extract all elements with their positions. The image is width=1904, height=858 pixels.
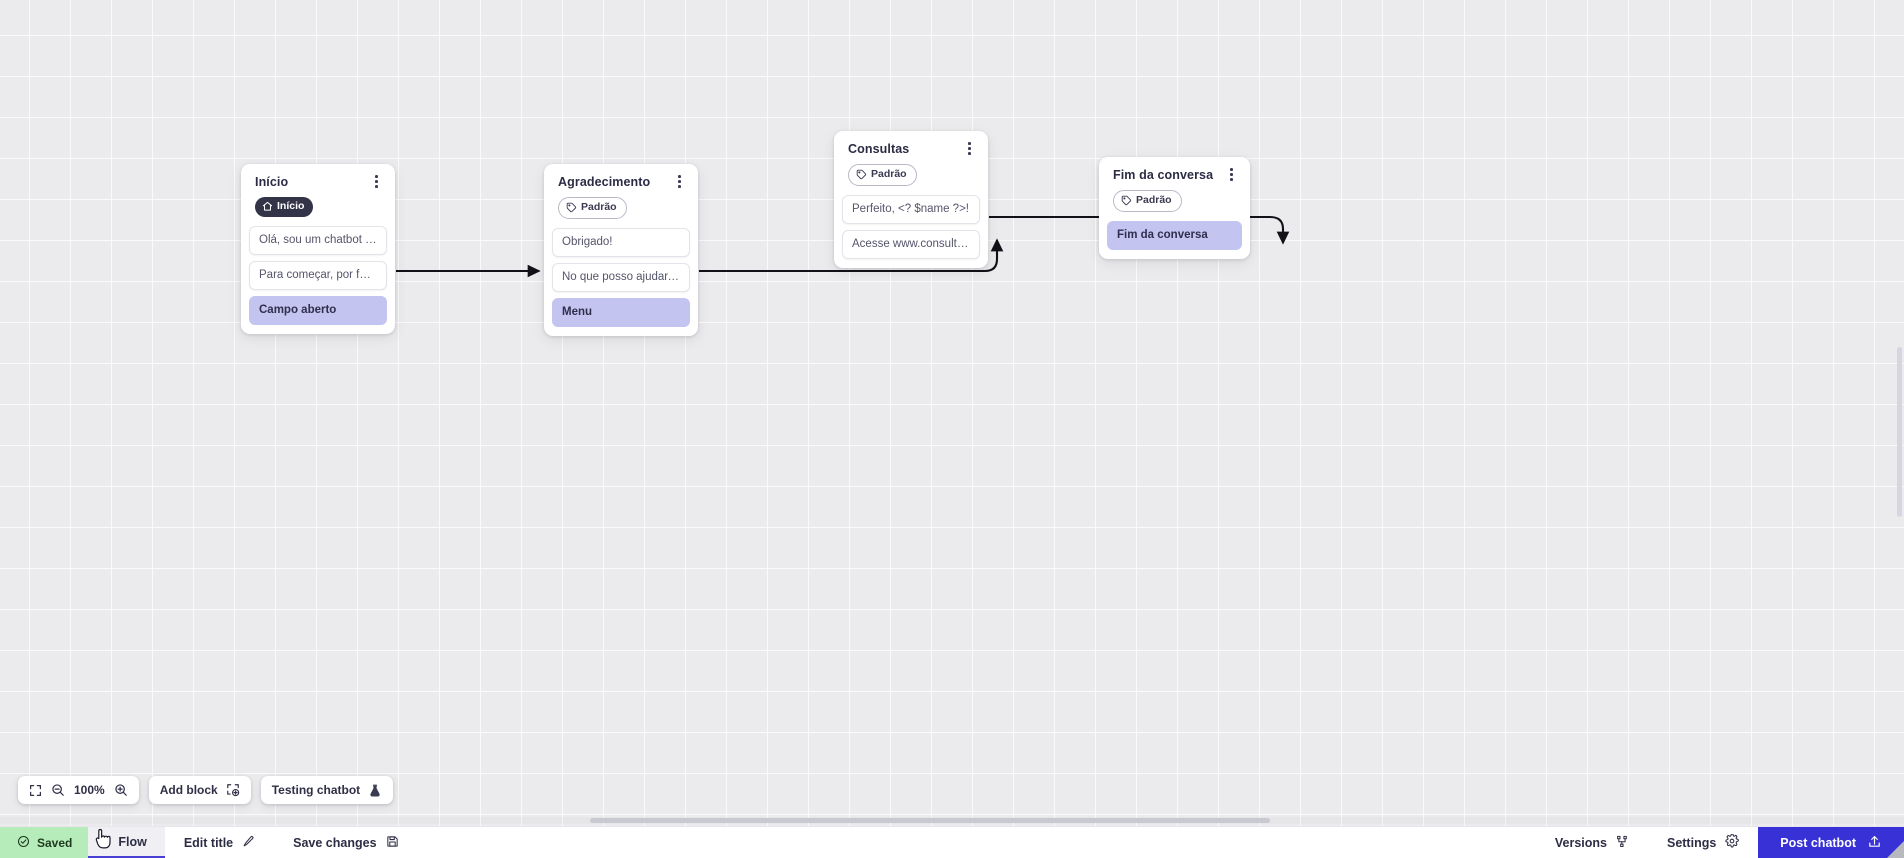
node-badge-row: Padrão [552, 190, 690, 219]
tag-icon [566, 202, 577, 213]
node-menu-button[interactable] [962, 141, 976, 157]
gear-icon [1725, 833, 1740, 851]
node-header: Consultas [842, 141, 980, 157]
zoom-in-icon[interactable] [114, 783, 128, 797]
node-row-action[interactable]: Campo aberto [249, 296, 387, 325]
git-branch-icon [1616, 835, 1629, 851]
check-circle-icon [17, 835, 30, 851]
zoom-level-label: 100% [74, 783, 105, 797]
node-badge-row: Padrão [842, 157, 980, 186]
node-menu-button[interactable] [369, 174, 383, 190]
testing-chatbot-button[interactable]: Testing chatbot [272, 783, 382, 798]
flow-canvas[interactable]: Início Início Olá, sou um chatbot de tes… [0, 0, 1904, 826]
testing-chatbot-label: Testing chatbot [271, 783, 361, 797]
node-badge-row: Início [249, 190, 387, 217]
testing-chatbot-group[interactable]: Testing chatbot [260, 776, 394, 804]
node-badge-padrao[interactable]: Padrão [848, 164, 917, 186]
versions-button[interactable]: Versions [1536, 827, 1648, 858]
add-block-icon [226, 783, 240, 797]
node-badge-label: Padrão [1136, 194, 1172, 207]
add-block-label: Add block [159, 783, 218, 797]
drag-dots-icon[interactable] [98, 834, 108, 850]
bottom-bar-spacer [418, 827, 1536, 858]
save-changes-button[interactable]: Save changes [274, 827, 417, 858]
node-badge-row: Padrão [1107, 183, 1242, 212]
tab-flow[interactable]: Flow [88, 827, 165, 858]
node-menu-button[interactable] [1224, 167, 1238, 183]
node-badge-label: Padrão [871, 168, 907, 181]
node-badge-label: Padrão [581, 201, 617, 214]
node-header: Fim da conversa [1107, 167, 1242, 183]
node-title: Consultas [848, 142, 910, 156]
flow-node-fim-da-conversa[interactable]: Fim da conversa Padrão Fim da conversa [1099, 157, 1250, 259]
node-badge-padrao[interactable]: Padrão [558, 197, 627, 219]
flask-icon [368, 783, 382, 798]
node-row[interactable]: Obrigado! [552, 228, 690, 257]
post-chatbot-label: Post chatbot [1780, 835, 1856, 850]
tag-icon [1121, 195, 1132, 206]
edit-title-button[interactable]: Edit title [165, 827, 274, 858]
node-header: Início [249, 174, 387, 190]
add-block-group[interactable]: Add block [148, 776, 251, 804]
node-row[interactable]: Perfeito, <? $name ?>! [842, 195, 980, 224]
saved-status-badge: Saved [0, 827, 89, 858]
settings-button[interactable]: Settings [1648, 827, 1758, 858]
node-menu-button[interactable] [672, 174, 686, 190]
upload-icon [1867, 834, 1882, 852]
node-badge-inicio[interactable]: Início [255, 197, 314, 217]
node-row-action[interactable]: Menu [552, 298, 690, 327]
node-row[interactable]: Acesse www.consultas.com par... [842, 230, 980, 259]
home-icon [262, 201, 273, 212]
vertical-scrollbar-thumb[interactable] [1897, 347, 1902, 517]
pencil-icon [242, 835, 255, 851]
fit-screen-icon[interactable] [29, 784, 42, 797]
horizontal-scrollbar-thumb[interactable] [590, 818, 1270, 823]
node-rows: Olá, sou um chatbot de teste! Para começ… [249, 226, 387, 325]
node-title: Fim da conversa [1113, 168, 1214, 182]
bottom-bar: Saved Flow Edit title Save changes Versi… [0, 826, 1904, 858]
node-rows: Fim da conversa [1107, 221, 1242, 250]
canvas-toolbar: 100% Add block [18, 776, 394, 804]
settings-label: Settings [1666, 835, 1717, 850]
node-row[interactable]: No que posso ajudar, <? $name ... [552, 263, 690, 292]
node-row[interactable]: Para começar, por favor digite o ... [249, 261, 387, 290]
tag-icon [856, 169, 867, 180]
node-badge-padrao[interactable]: Padrão [1113, 190, 1182, 212]
node-row[interactable]: Olá, sou um chatbot de teste! [249, 226, 387, 255]
node-rows: Obrigado! No que posso ajudar, <? $name … [552, 228, 690, 327]
connector-edges [396, 215, 1290, 278]
save-changes-label: Save changes [293, 835, 377, 850]
flow-node-inicio[interactable]: Início Início Olá, sou um chatbot de tes… [241, 164, 395, 334]
node-row-action[interactable]: Fim da conversa [1107, 221, 1242, 250]
node-badge-label: Início [277, 200, 305, 213]
flow-node-agradecimento[interactable]: Agradecimento Padrão Obrigado! No que po… [544, 164, 698, 336]
versions-label: Versions [1554, 835, 1607, 850]
floppy-disk-icon [386, 835, 399, 851]
window-resize-handle[interactable] [1887, 841, 1904, 858]
zoom-out-icon[interactable] [51, 783, 65, 797]
edit-title-label: Edit title [183, 835, 234, 850]
node-header: Agradecimento [552, 174, 690, 190]
tab-flow-label: Flow [118, 834, 147, 849]
node-title: Início [255, 175, 289, 189]
node-title: Agradecimento [558, 175, 651, 189]
post-chatbot-button[interactable]: Post chatbot [1758, 827, 1904, 858]
node-rows: Perfeito, <? $name ?>! Acesse www.consul… [842, 195, 980, 259]
saved-label: Saved [37, 835, 73, 850]
flow-node-consultas[interactable]: Consultas Padrão Perfeito, <? $name ?>! … [834, 131, 988, 268]
add-block-button[interactable]: Add block [160, 783, 240, 797]
zoom-controls: 100% [18, 776, 139, 804]
